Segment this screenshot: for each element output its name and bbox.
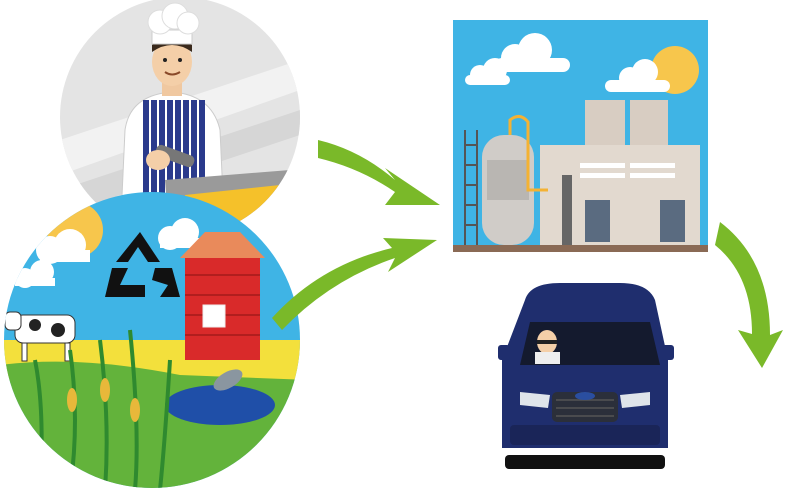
arrow-factory-to-van [715,222,783,368]
farm-illustration [4,192,300,488]
arrow-chef-to-factory [318,140,440,205]
recycle-icon [105,232,180,297]
van-illustration [498,283,674,469]
factory-illustration [453,20,708,252]
arrow-farm-to-factory [272,238,437,330]
ford-logo [575,392,595,400]
cow-icon [4,311,76,362]
